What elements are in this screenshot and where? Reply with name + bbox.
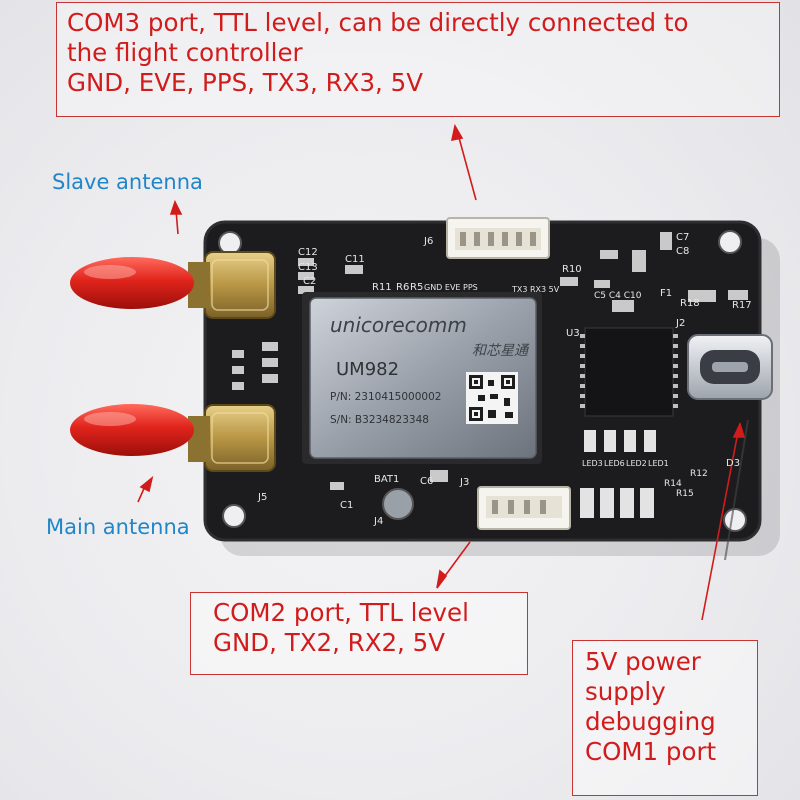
silk-j3: J3 [459,477,469,488]
um982-module [302,292,542,464]
silk-c2: C2 [303,276,316,287]
silk-r17: R17 [732,300,752,311]
power-callout: 5V power supply debugging COM1 port [572,640,758,796]
main-antenna-cap [70,404,194,456]
silk-r10: R10 [562,264,582,275]
silk-pins-top2: TX3 RX3 5V [511,285,560,294]
usb-c-connector [687,334,773,400]
silk-r11: R11 [372,282,392,293]
silk-c1: C1 [340,500,353,511]
silk-bat: BAT1 [374,474,399,485]
power-line-3: debugging [585,706,716,736]
silk-c8: C8 [676,246,689,257]
com2-jst-connector [477,486,571,530]
silk-r5: R5 [410,282,423,293]
module-brand-cn: 和芯星通 [472,343,530,359]
u3-chip [580,327,678,417]
com2-callout: COM2 port, TTL level GND, TX2, RX2, 5V [190,592,528,675]
smd-components-right [560,232,748,312]
power-line-4: COM1 port [585,736,717,766]
silk-j6: J6 [423,236,433,247]
mounting-holes [218,230,747,532]
silk-c5c4c10: C5 C4 C10 [594,291,642,301]
silk-r6: R6 [396,282,409,293]
power-line-2: supply [585,676,666,706]
smd-components-left [232,258,363,390]
com2-line-2: GND, TX2, RX2, 5V [213,627,445,657]
silk-led3: LED3 [582,459,603,468]
module-sn: S/N: B3234823348 [330,414,429,426]
silk-j2: J2 [675,318,685,329]
slave-sma-connector [70,251,276,319]
silk-led2: LED2 [626,459,647,468]
main-antenna-label: Main antenna [46,515,190,539]
silk-f1: F1 [660,288,672,299]
silk-r18: R18 [680,298,700,309]
silk-r14: R14 [664,479,682,489]
silk-c11: C11 [345,254,365,265]
power-line-1: 5V power [585,647,701,676]
slave-antenna-label: Slave antenna [52,170,203,194]
led-row [580,430,656,518]
com3-line-1: COM3 port, TTL level, can be directly co… [67,8,689,37]
silk-pins-top: GND EVE PPS [424,283,478,292]
module-model: UM982 [336,359,399,380]
com2-line-1: COM2 port, TTL level [213,598,469,627]
module-brand: unicorecomm [330,313,467,337]
com3-line-3: GND, EVE, PPS, TX3, RX3, 5V [67,67,423,97]
silk-j4: J4 [373,516,383,527]
slave-antenna-cap [70,257,194,309]
annotation-arrows [137,123,746,621]
silk-r15: R15 [676,489,694,499]
silk-c7: C7 [676,232,689,243]
silk-c13: C13 [298,262,318,273]
silk-d3: D3 [726,458,740,469]
silk-r12: R12 [690,469,708,479]
com3-jst-connector [446,217,550,259]
main-sma-connector [70,404,276,472]
silk-c12: C12 [298,247,318,258]
silk-j5: J5 [257,492,267,503]
com3-line-2: the flight controller [67,37,303,67]
module-pn: P/N: 2310415000002 [330,391,441,403]
bat-holder [382,488,414,520]
silk-c6: C6 [420,476,433,487]
silk-led1: LED1 [648,459,669,468]
silk-led6: LED6 [604,459,625,468]
silk-u3: U3 [566,328,580,339]
com3-callout: COM3 port, TTL level, can be directly co… [56,2,780,117]
